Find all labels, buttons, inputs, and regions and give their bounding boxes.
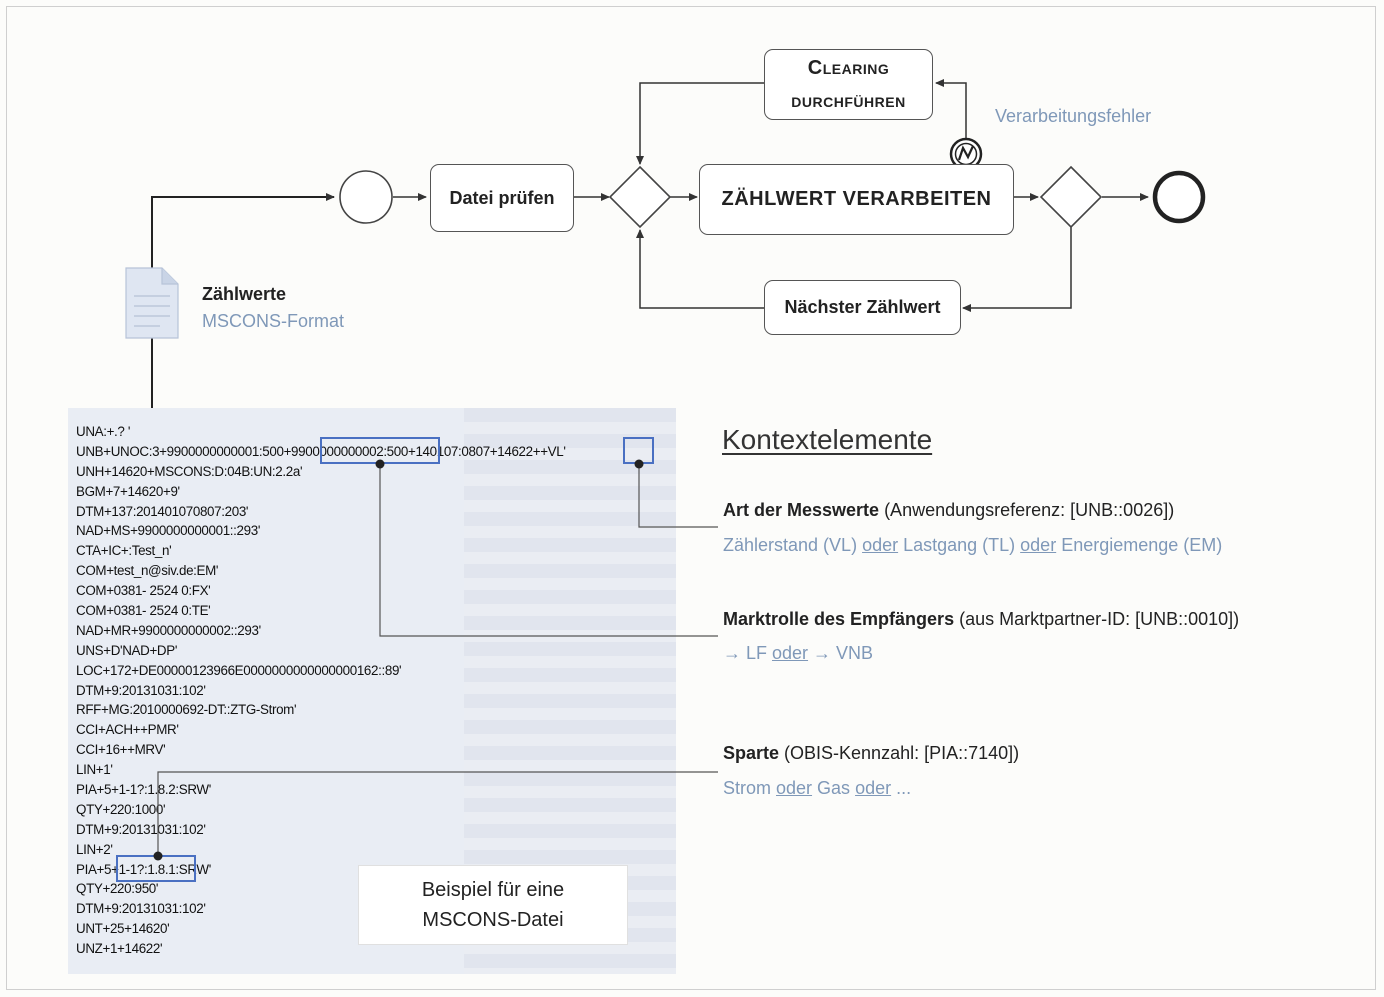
mscons-line: LOC+172+DE00000123966E000000000000000016… — [76, 662, 402, 678]
mscons-line: CCI+ACH++PMR' — [76, 722, 179, 738]
context-item-1-value-1: Zählerstand (VL) — [723, 535, 863, 555]
mscons-line: CCI+16++MRV' — [76, 742, 166, 758]
obis-code-highlight — [116, 855, 196, 882]
figure-frame — [6, 6, 1376, 990]
context-item-1-value-2: Lastgang (TL) — [898, 535, 1021, 555]
check-file-task: Datei prüfen — [430, 164, 574, 232]
mscons-line: COM+0381- 2524 0:FX' — [76, 583, 211, 599]
input-data-arrow — [151, 193, 335, 268]
mscons-line: DTM+9:20131031:102' — [76, 682, 206, 698]
context-item-2-ref: (aus Marktpartner-ID: [UNB::0010]) — [954, 609, 1240, 629]
mscons-line: PIA+5+1-1?:1.8.1:SRW' — [76, 861, 211, 877]
context-item-1-heading: Art der Messwerte (Anwendungsreferenz: [… — [723, 500, 1174, 521]
document-title: Zählwerte — [202, 284, 287, 304]
process-value-task: Zählwert verarbeiten — [699, 164, 1014, 235]
next-value-task: Nächster Zählwert — [764, 280, 961, 335]
gateway-split — [1039, 165, 1103, 229]
context-title: Kontextelemente — [722, 424, 933, 455]
start-event — [339, 170, 393, 224]
context-item-1-values: Zählerstand (VL) oder Lastgang (TL) oder… — [723, 535, 1222, 556]
mscons-line: UNA:+.? ' — [76, 424, 131, 439]
context-item-2-name: Marktrolle des Empfängers — [723, 609, 955, 629]
document-icon — [125, 267, 179, 339]
mscons-line: QTY+220:1000' — [76, 801, 166, 817]
context-item-3-name: Sparte — [723, 743, 780, 763]
mscons-line: UNS+D'NAD+DP' — [76, 642, 178, 658]
caption-line-2: MSCONS-Datei — [422, 909, 564, 931]
context-item-1-or-2: oder — [1020, 535, 1057, 555]
mscons-listing: UNA:+.? 'UNB+UNOC:3+9900000000001:500+99… — [76, 422, 566, 959]
context-item-3-or-1: oder — [776, 778, 813, 798]
context-item-1-ref: (Anwendungsreferenz: [UNB::0026]) — [879, 500, 1175, 520]
context-item-2-or-1: oder — [772, 643, 809, 663]
context-item-2-value-2: → VNB — [808, 643, 874, 663]
mscons-line: BGM+7+14620+9' — [76, 483, 180, 499]
context-item-2-value-1: → LF — [723, 643, 773, 663]
mscons-line: RFF+MG:2010000692-DT::ZTG-Strom' — [76, 702, 297, 718]
context-item-3-or-2: oder — [855, 778, 892, 798]
mscons-line: NAD+MR+9900000000002::293' — [76, 622, 261, 638]
mscons-caption: Beispiel für eine MSCONS-Datei — [358, 865, 628, 945]
mscons-line: CTA+IC+:Test_n' — [76, 543, 172, 559]
caption-line-1: Beispiel für eine — [421, 879, 565, 901]
check-file-task-label: Datei prüfen — [449, 187, 555, 208]
mscons-line: COM+test_n@siv.de:EM' — [76, 563, 219, 579]
mscons-line: LIN+2' — [76, 841, 113, 857]
end-event — [1152, 170, 1206, 224]
context-item-3-values: Strom oder Gas oder ... — [723, 778, 911, 799]
mscons-line: COM+0381- 2524 0:TE' — [76, 603, 211, 619]
recipient-id-highlight — [320, 437, 440, 464]
clearing-task-label: Clearing durchführen — [791, 56, 906, 112]
clearing-task: Clearing durchführen — [764, 49, 933, 120]
application-ref-highlight — [623, 437, 654, 464]
mscons-line: PIA+5+1-1?:1.8.2:SRW' — [76, 782, 211, 798]
mscons-line: DTM+9:20131031:102' — [76, 901, 206, 917]
error-label: Verarbeitungsfehler — [995, 106, 1152, 126]
mscons-line: UNH+14620+MSCONS:D:04B:UN:2.2a' — [76, 463, 303, 479]
mscons-line: DTM+137:201401070807:203' — [76, 503, 249, 519]
mscons-line: DTM+9:20131031:102' — [76, 821, 206, 837]
next-value-task-label: Nächster Zählwert — [784, 297, 941, 317]
context-item-2-values: → LF oder → VNB — [723, 643, 873, 664]
mscons-line: UNT+25+14620' — [76, 921, 170, 937]
context-item-3-ref: (OBIS-Kennzahl: [PIA::7140]) — [779, 743, 1020, 763]
process-value-task-label: Zählwert verarbeiten — [721, 188, 992, 210]
context-item-3-heading: Sparte (OBIS-Kennzahl: [PIA::7140]) — [723, 743, 1019, 764]
context-item-3-value-2: Gas — [812, 778, 856, 798]
context-item-1-or-1: oder — [862, 535, 899, 555]
context-item-1-value-3: Energiemenge (EM) — [1056, 535, 1223, 555]
document-format: MSCONS-Format — [202, 311, 345, 331]
mscons-line: QTY+220:950' — [76, 881, 159, 897]
mscons-line: UNZ+1+14622' — [76, 941, 163, 957]
gateway-merge — [608, 165, 672, 229]
context-item-1-name: Art der Messwerte — [723, 500, 880, 520]
mscons-line: LIN+1' — [76, 762, 113, 778]
context-item-3-value-1: Strom — [723, 778, 777, 798]
mscons-line: NAD+MS+9900000000001::293' — [76, 523, 261, 539]
context-item-3-value-3: ... — [891, 778, 912, 798]
context-item-2-heading: Marktrolle des Empfängers (aus Marktpart… — [723, 609, 1239, 630]
